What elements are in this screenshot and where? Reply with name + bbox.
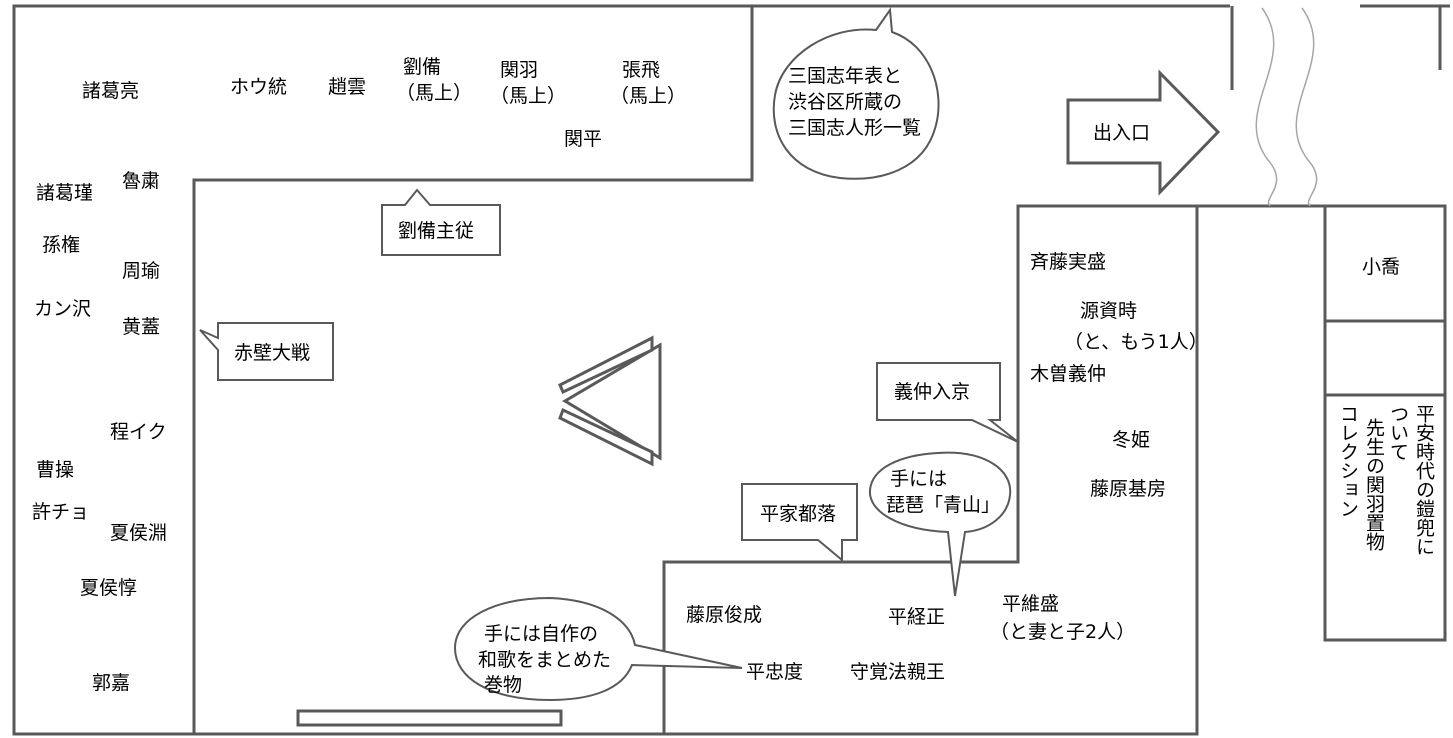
callout-waka-line2: 和歌をまとめた [478,649,612,671]
callout-chibi [199,322,334,381]
exhibit-note-col4: コレクション [1337,404,1359,518]
top-platform-edge [192,6,754,734]
figure-zhang-fei-note: （馬上） [610,85,687,107]
figure-zhang-fei: 張飛 [622,59,661,81]
figure-kan-ze: カン沢 [34,298,92,320]
figure-zhuge-liang: 諸葛亮 [82,80,140,102]
figure-fujiwara-motofusa: 藤原基房 [1090,478,1167,500]
direction-triangle [562,342,662,461]
figure-sun-quan: 孫権 [42,234,81,256]
exit-label: 出入口 [1093,122,1151,144]
callout-waka-line3: 巻物 [484,674,523,696]
exhibit-note-col3: 先生の関羽置物 [1363,418,1385,551]
callout-sangoku-line2: 渋谷区所蔵の [788,91,903,113]
figure-zhao-yun: 趙雲 [328,76,367,98]
figure-zhuge-jin: 諸葛瑾 [36,182,94,204]
figure-lu-su: 魯粛 [122,170,161,192]
figure-fujiwara-toshinari: 藤原俊成 [686,604,763,626]
figure-taira-tadanori: 平忠度 [746,661,804,683]
figure-kiso-yoshinaka: 木曽義仲 [1030,363,1107,385]
figure-taira-koremori: 平維盛 [1002,593,1060,615]
exhibit-note-col2: ついて [1387,404,1409,461]
exit-arrow [1066,69,1221,196]
callout-sangoku-line1: 三国志年表と [788,65,903,87]
callout-heike-text: 平家都落 [760,503,837,525]
callout-waka [453,596,743,702]
figure-huang-gai: 黄蓋 [122,316,161,338]
figure-cao-cao: 曹操 [36,459,75,481]
figure-xiahou-yuan: 夏侯淵 [110,522,168,544]
callout-biwa-line2: 琵琶「青山」 [886,494,1001,516]
figure-pang-tong: ホウ統 [230,76,288,98]
figure-fuyuhime: 冬姫 [1112,429,1151,451]
right-room [1323,204,1447,642]
figure-liu-bei: 劉備 [403,56,442,78]
figure-zhou-yu: 周瑜 [122,260,161,282]
figure-guan-ping: 関平 [564,128,603,150]
callout-biwa-line1: 手には [890,468,948,490]
callout-yoshinaka [876,362,1019,443]
figure-cheng-yu: 程イク [110,421,167,443]
figure-liu-bei-note: （馬上） [396,82,473,104]
callout-biwa [868,451,1012,597]
callout-liubei-text: 劉備主従 [398,220,475,242]
callout-chibi-text: 赤壁大戦 [234,342,311,364]
exhibit-note-col1: 平安時代の鎧兜に [1413,404,1435,556]
callout-liubei [381,188,501,256]
figure-guan-yu: 関羽 [500,59,539,81]
figure-minamoto-suketoki: 源資時 [1080,300,1138,322]
figure-guan-yu-note: （馬上） [490,85,567,107]
callout-heike [741,483,858,563]
bench [296,709,563,727]
callout-sangoku [772,7,940,180]
callout-waka-line1: 手には自作の [484,623,599,645]
figure-xu-chu: 許チョ [32,501,90,523]
figure-saito-sanemori: 斉藤実盛 [1030,251,1107,273]
callout-yoshinaka-text: 義仲入京 [894,381,971,403]
figure-taira-tsunemasa: 平経正 [888,606,946,628]
figure-xiao-qiao: 小喬 [1362,256,1401,278]
figure-guo-jia: 郭嘉 [92,672,131,694]
figure-suketoki-note: （と、もう1人） [1064,331,1208,353]
figure-shukaku-hoshinno: 守覚法親王 [850,661,946,683]
figure-koremori-note: （と妻と子2人） [990,621,1136,643]
callout-sangoku-line3: 三国志人形一覧 [788,117,922,139]
figure-xiahou-dun: 夏侯惇 [80,577,138,599]
